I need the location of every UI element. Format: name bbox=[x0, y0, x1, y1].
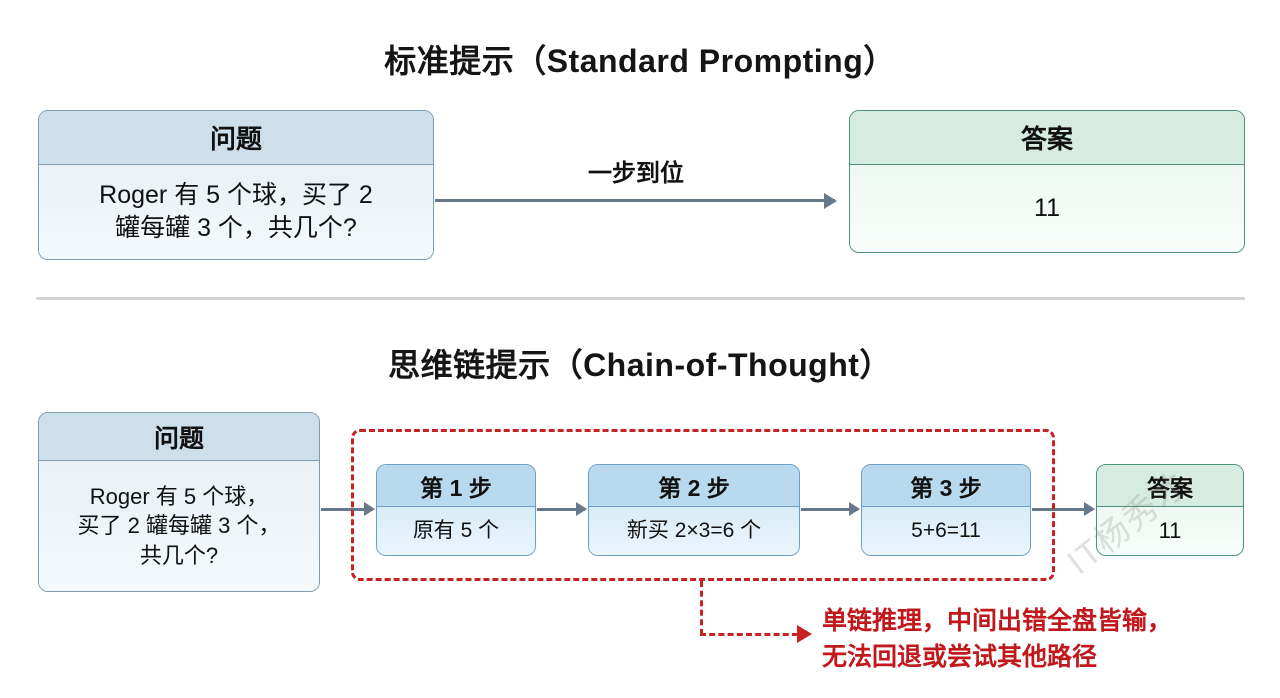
cot-answer-value: 11 bbox=[1158, 518, 1182, 544]
callout-connector-horizontal bbox=[700, 633, 798, 636]
cot-step-3-header: 第 3 步 bbox=[862, 465, 1030, 507]
cot-answer-card: 答案 11 bbox=[1096, 464, 1244, 556]
cot-warning-line-2: 无法回退或尝试其他路径 bbox=[822, 642, 1098, 671]
cot-step-card-1: 第 1 步 原有 5 个 bbox=[376, 464, 536, 556]
cot-step-2-body: 新买 2×3=6 个 bbox=[589, 507, 799, 555]
arrow-question-to-answer bbox=[435, 199, 835, 202]
callout-connector-vertical bbox=[700, 581, 703, 635]
standard-answer-header: 答案 bbox=[850, 111, 1244, 165]
cot-question-body: Roger 有 5 个球，买了 2 罐每罐 3 个，共几个? bbox=[39, 461, 319, 591]
cot-step-1-header: 第 1 步 bbox=[377, 465, 535, 507]
cot-warning-line-1: 单链推理，中间出错全盘皆输， bbox=[822, 607, 1173, 635]
arrow-step3-to-answer bbox=[1032, 508, 1093, 511]
section-title-chain-of-thought: 思维链提示（Chain-of-Thought） bbox=[388, 347, 892, 383]
section-divider bbox=[36, 297, 1245, 300]
section-title-standard-prompting: 标准提示（Standard Prompting） bbox=[384, 43, 896, 79]
cot-question-text: Roger 有 5 个球，买了 2 罐每罐 3 个，共几个? bbox=[77, 484, 281, 568]
standard-answer-value: 11 bbox=[1034, 194, 1060, 222]
standard-answer-body: 11 bbox=[850, 165, 1244, 252]
cot-step-card-2: 第 2 步 新买 2×3=6 个 bbox=[588, 464, 800, 556]
callout-arrowhead-icon bbox=[797, 625, 812, 643]
arrow-step2-to-step3 bbox=[801, 508, 858, 511]
cot-step-3-text: 5+6=11 bbox=[911, 519, 981, 543]
cot-answer-header: 答案 bbox=[1097, 465, 1243, 507]
cot-step-2-text: 新买 2×3=6 个 bbox=[626, 519, 762, 543]
cot-step-2-header: 第 2 步 bbox=[589, 465, 799, 507]
cot-question-header: 问题 bbox=[39, 413, 319, 461]
cot-step-1-body: 原有 5 个 bbox=[377, 507, 535, 555]
cot-step-card-3: 第 3 步 5+6=11 bbox=[861, 464, 1031, 556]
standard-question-header: 问题 bbox=[39, 111, 433, 165]
cot-step-3-body: 5+6=11 bbox=[862, 507, 1030, 555]
standard-answer-card: 答案 11 bbox=[849, 110, 1245, 253]
arrow-step1-to-step2 bbox=[537, 508, 585, 511]
arrow-question-to-step1 bbox=[321, 508, 373, 511]
cot-question-card: 问题 Roger 有 5 个球，买了 2 罐每罐 3 个，共几个? bbox=[38, 412, 320, 592]
standard-arrow-label: 一步到位 bbox=[588, 160, 684, 187]
cot-warning-note: 单链推理，中间出错全盘皆输， 无法回退或尝试其他路径 bbox=[822, 604, 1172, 675]
cot-step-1-text: 原有 5 个 bbox=[412, 519, 500, 543]
cot-answer-body: 11 bbox=[1097, 507, 1243, 555]
